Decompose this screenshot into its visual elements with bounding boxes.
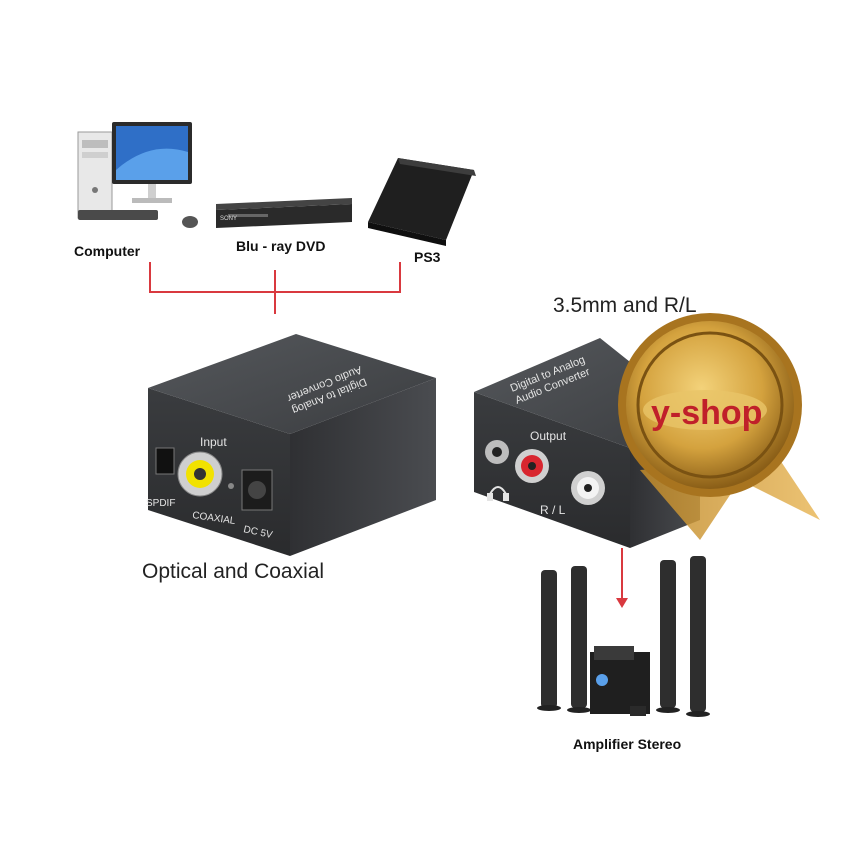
headphone-icon	[487, 486, 509, 501]
input-port-label: Input	[200, 435, 227, 449]
computer-label: Computer	[74, 243, 141, 259]
output-port-label: Output	[530, 429, 567, 443]
computer-icon	[77, 122, 198, 228]
bluray-player-icon: SONY	[216, 198, 352, 228]
seal-text: y-shop	[651, 394, 762, 432]
bluray-brand-text: SONY	[220, 216, 237, 222]
output-caption: 3.5mm and R/L	[553, 294, 697, 317]
ps3-console-icon	[368, 158, 476, 246]
input-caption: Optical and Coaxial	[142, 560, 324, 583]
amplifier-label: Amplifier Stereo	[573, 736, 681, 752]
ps3-label: PS3	[414, 249, 441, 265]
spdif-label: SPDIF	[146, 498, 175, 509]
y-shop-seal	[618, 313, 820, 540]
input-converter-device	[148, 334, 436, 556]
speaker-system-icon	[537, 556, 710, 717]
rl-label: R / L	[540, 503, 566, 517]
down-arrow-icon	[616, 548, 628, 608]
bluray-label: Blu - ray DVD	[236, 238, 325, 254]
connector-lines	[149, 262, 401, 314]
